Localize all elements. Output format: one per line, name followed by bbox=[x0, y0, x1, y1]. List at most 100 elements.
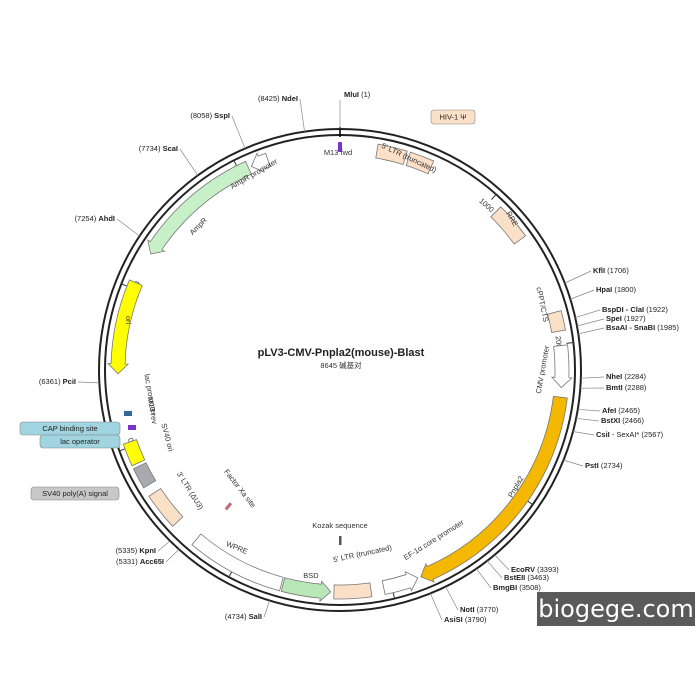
feature-bsd bbox=[280, 577, 332, 603]
site-kfli: KflI (1706) bbox=[564, 266, 629, 284]
svg-text:MluI (1): MluI (1) bbox=[344, 90, 371, 99]
site-noti: NotI (3770) bbox=[445, 586, 499, 614]
site-bmti: BmtI (2288) bbox=[580, 383, 647, 392]
svg-text:lac operator: lac operator bbox=[60, 437, 100, 446]
feature-label-5-ltr-truncated-7: 5' LTR (truncated) bbox=[332, 543, 393, 564]
feature-ef-1-core-promoter bbox=[381, 570, 419, 595]
svg-text:(7734) ScaI: (7734) ScaI bbox=[139, 144, 178, 153]
tick-label-1000: 1000 bbox=[477, 196, 495, 214]
svg-text:(7254) AhdI: (7254) AhdI bbox=[75, 214, 115, 223]
site-psti: PstI (2734) bbox=[563, 459, 623, 470]
kozak-mark bbox=[339, 536, 342, 545]
tick-2000 bbox=[566, 342, 574, 344]
site-asisi: AsiSI (3790) bbox=[430, 593, 487, 624]
restriction-sites: MluI (1) (8425) NdeI (8058) SspI (7734) Sca… bbox=[39, 90, 680, 624]
factor-xa-mark bbox=[224, 502, 233, 511]
lac-operator-mark bbox=[128, 425, 136, 430]
svg-text:AsiSI (3790): AsiSI (3790) bbox=[444, 615, 487, 624]
m13-fwd-mark bbox=[338, 142, 342, 152]
site-pcii: (6361) PciI bbox=[39, 377, 100, 386]
svg-text:CAP binding site: CAP binding site bbox=[42, 424, 97, 433]
svg-text:BsaAI - SnaBI (1985): BsaAI - SnaBI (1985) bbox=[606, 323, 679, 332]
site-hpai: HpaI (1800) bbox=[570, 285, 637, 300]
svg-text:(8425) NdeI: (8425) NdeI bbox=[258, 94, 298, 103]
svg-text:NheI (2284): NheI (2284) bbox=[606, 372, 647, 381]
feature-label-factor-xa-site-18: Factor Xa site bbox=[222, 467, 258, 509]
site-afei: AfeI (2465) bbox=[577, 406, 640, 415]
site-kpni: (5335) KpnI bbox=[116, 540, 171, 555]
feature-wpre bbox=[191, 533, 284, 592]
svg-text:CsiI - SexAI* (2567): CsiI - SexAI* (2567) bbox=[596, 430, 664, 439]
feature-5-ltr-truncated-c bbox=[333, 582, 373, 600]
site-mlui: MluI (1) bbox=[339, 90, 371, 129]
site-ahdi: (7254) AhdI bbox=[75, 214, 140, 237]
callout-lac-operator: lac operator bbox=[39, 434, 121, 449]
svg-text:EcoRV (3393): EcoRV (3393) bbox=[511, 565, 559, 574]
svg-text:HpaI (1800): HpaI (1800) bbox=[596, 285, 637, 294]
svg-text:NotI (3770): NotI (3770) bbox=[460, 605, 499, 614]
svg-text:(6361) PciI: (6361) PciI bbox=[39, 377, 76, 386]
svg-text:BmgBI (3508): BmgBI (3508) bbox=[493, 583, 541, 592]
feature-ori bbox=[107, 279, 143, 375]
feature-label-3-ltr-u3-10: 3' LTR (ΔU3) bbox=[175, 470, 206, 512]
feature-label-kozak-sequence-17: Kozak sequence bbox=[312, 521, 367, 530]
feature-3-ltr-u3 bbox=[148, 488, 184, 527]
feature-label-ori-14: ori bbox=[124, 316, 133, 325]
plasmid-title: pLV3-CMV-Pnpla2(mouse)-Blast bbox=[258, 347, 425, 359]
feature-rre bbox=[490, 206, 527, 245]
svg-text:BmtI (2288): BmtI (2288) bbox=[606, 383, 647, 392]
feature-cppt-cts bbox=[547, 310, 566, 333]
callout-sv40-poly-a-signal: SV40 poly(A) signal bbox=[30, 486, 120, 501]
feature-label-cppt-cts-3: cPPT/CTS bbox=[534, 286, 550, 323]
svg-text:BstEII (3463): BstEII (3463) bbox=[504, 573, 550, 582]
feature-label-sv40-ori-11: SV40 ori bbox=[159, 422, 175, 452]
site-ecorv: EcoRV (3393) bbox=[494, 554, 559, 574]
feature-label-cmv-promoter-4: CMV promoter bbox=[534, 344, 551, 394]
site-bsaai-snabi: BsaAI - SnaBI (1985) bbox=[578, 323, 679, 335]
svg-text:(5331) Acc65I: (5331) Acc65I bbox=[116, 557, 164, 566]
svg-text:SV40 poly(A) signal: SV40 poly(A) signal bbox=[42, 489, 108, 498]
site-bsteii: BstEII (3463) bbox=[486, 560, 550, 582]
feature-label-lac-promoter-13: lac promoter bbox=[142, 373, 158, 416]
site-bstxi: BstXI (2466) bbox=[576, 416, 644, 425]
site-scai: (7734) ScaI bbox=[139, 144, 199, 176]
svg-text:BspDI - ClaI (1922): BspDI - ClaI (1922) bbox=[602, 305, 668, 314]
svg-text:AfeI (2465): AfeI (2465) bbox=[602, 406, 640, 415]
svg-text:(5335) KpnI: (5335) KpnI bbox=[116, 546, 156, 555]
site-bmgbi: BmgBI (3508) bbox=[476, 568, 541, 592]
site-nhei: NheI (2284) bbox=[580, 372, 647, 381]
watermark: biogege.com bbox=[537, 592, 695, 626]
site-sspi: (8058) SspI bbox=[190, 111, 246, 149]
feature-label-bsd-8: BSD bbox=[303, 571, 319, 580]
callout-hiv-1: HIV-1 Ψ bbox=[430, 109, 476, 125]
feature-5-ltr-truncated bbox=[375, 143, 408, 165]
feature-label-m13-fwd-0: M13 fwd bbox=[324, 148, 352, 157]
svg-text:BstXI (2466): BstXI (2466) bbox=[601, 416, 644, 425]
callout-cap-binding-site: CAP binding site bbox=[19, 421, 121, 436]
site-spei: SpeI (1927) bbox=[576, 314, 646, 327]
svg-text:(8058) SspI: (8058) SspI bbox=[190, 111, 230, 120]
feature-sv40-poly-a-signal bbox=[132, 462, 157, 489]
feature-cmv-promoter bbox=[550, 344, 573, 389]
feature-pnpla2 bbox=[420, 395, 568, 583]
plasmid-size: 8645 碱基对 bbox=[320, 360, 362, 370]
feature-arcs bbox=[107, 143, 573, 603]
site-bspdi-clai: BspDI - ClaI (1922) bbox=[575, 305, 668, 318]
feature-5-ltr-truncated-b bbox=[405, 151, 435, 175]
site-csii: CsiI - SexAI* (2567) bbox=[572, 430, 664, 439]
site-sali: (4734) SalI bbox=[225, 600, 270, 621]
tick-label-2000: 2000 bbox=[554, 335, 565, 353]
cap-site-mark bbox=[124, 411, 132, 416]
tick-1000 bbox=[491, 194, 497, 200]
svg-text:SpeI (1927): SpeI (1927) bbox=[606, 314, 646, 323]
ring-inner bbox=[104, 134, 576, 606]
feature-label-ampr-15: AmpR bbox=[188, 215, 210, 237]
feature-ampr-promoter bbox=[250, 152, 271, 173]
svg-text:PstI (2734): PstI (2734) bbox=[585, 461, 623, 470]
svg-text:(4734) SalI: (4734) SalI bbox=[225, 612, 262, 621]
feature-sv40-ori bbox=[122, 439, 146, 467]
feature-ampr bbox=[147, 160, 252, 255]
site-acc65i: (5331) Acc65I bbox=[116, 549, 180, 566]
svg-text:KflI (1706): KflI (1706) bbox=[593, 266, 629, 275]
